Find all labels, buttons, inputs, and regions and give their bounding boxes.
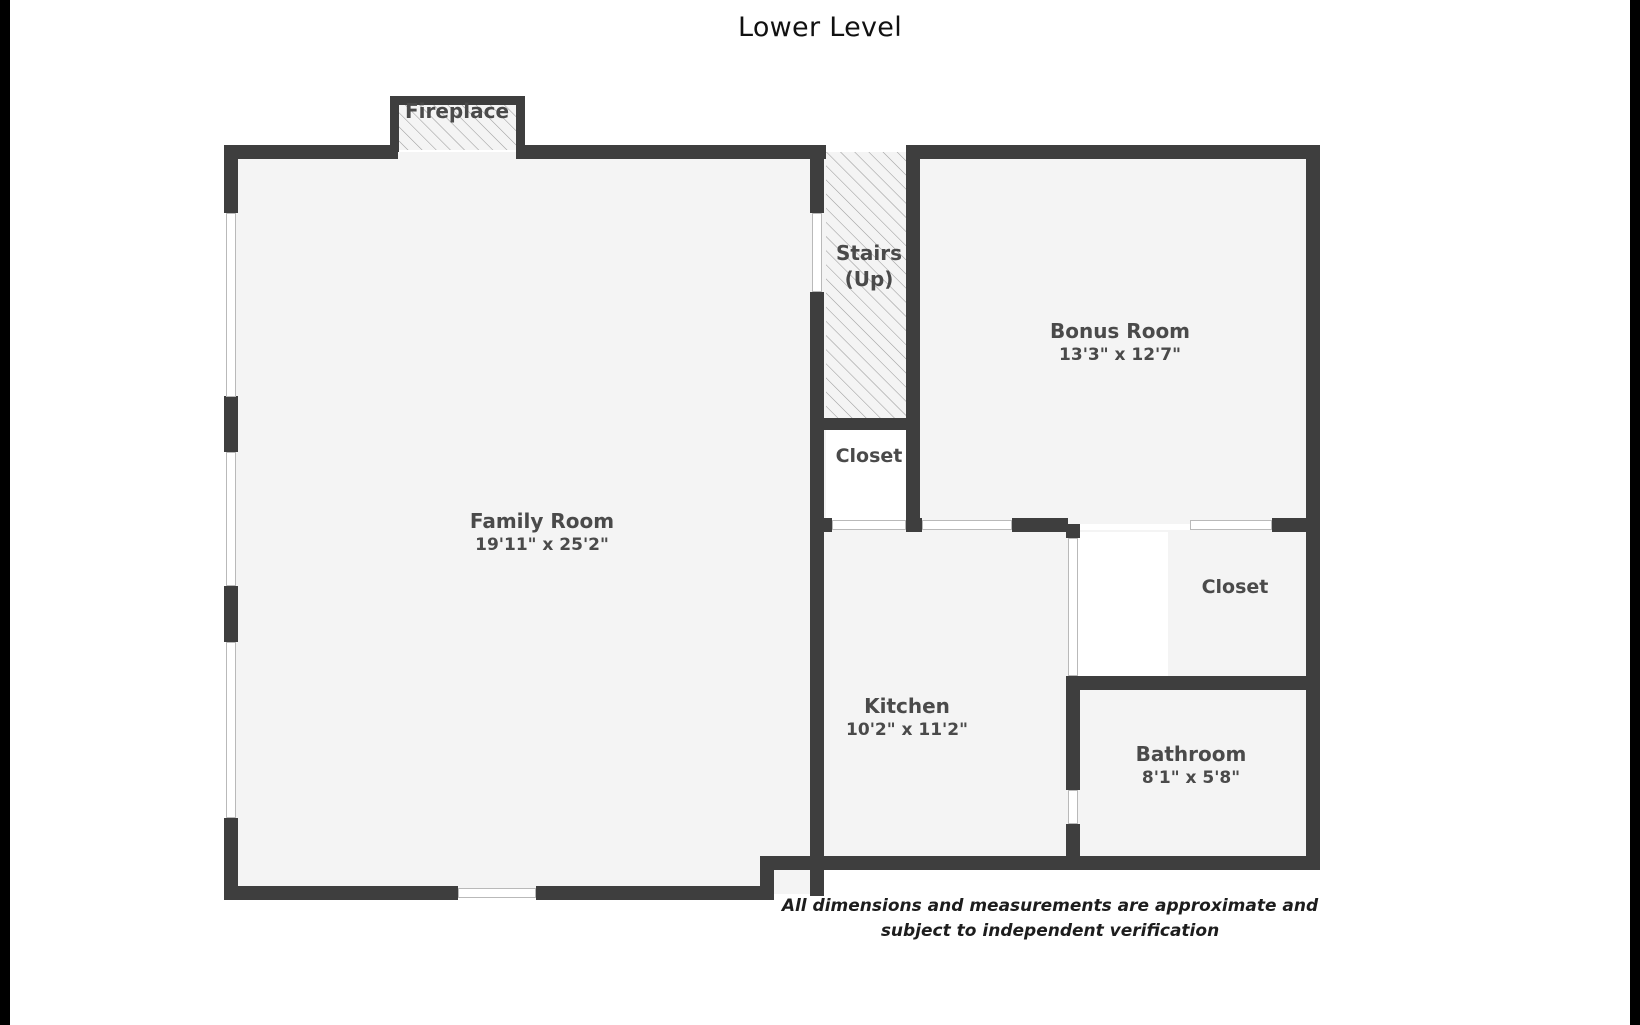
bonus-room-dimensions: 13'3" x 12'7" <box>1059 345 1181 366</box>
closet-left-label: Closet <box>835 445 903 467</box>
bonus-room-floor <box>920 152 1312 524</box>
interior-wall-stairs-right <box>906 145 920 525</box>
stairs-hatch <box>826 152 912 418</box>
stairs-label: Stairs <box>835 241 903 265</box>
stairs-label-group: Stairs (Up) <box>799 240 939 293</box>
exterior-wall-left-b <box>224 396 238 452</box>
bonus-room-label-group: Bonus Room 13'3" x 12'7" <box>990 318 1250 367</box>
interior-wall-bonus-bottom-c <box>1272 518 1320 532</box>
exterior-wall-left-a <box>224 145 238 213</box>
disclaimer: All dimensions and measurements are appr… <box>760 894 1340 943</box>
interior-wall-rightwing-left-mid <box>1066 676 1080 790</box>
window-left-1 <box>226 213 236 397</box>
exterior-wall-right-bottom <box>1306 524 1320 870</box>
window-bottom-family <box>458 888 536 898</box>
family-room-floor <box>232 152 824 894</box>
interior-wall-stairs-bottom <box>820 418 920 430</box>
bathroom-dimensions: 8'1" x 5'8" <box>1141 768 1241 789</box>
door-closet-left <box>832 520 906 530</box>
bonus-room-label: Bonus Room <box>1049 319 1191 343</box>
door-bathroom <box>1068 790 1078 824</box>
interior-wall-closet-bath-divider <box>1066 676 1320 690</box>
closet-right-label: Closet <box>1201 576 1269 598</box>
exterior-wall-right-top <box>1306 145 1320 525</box>
fireplace-wall-top <box>390 96 525 105</box>
kitchen-label: Kitchen <box>864 694 950 718</box>
closet-left-floor <box>826 428 912 524</box>
stairs-direction-label: (Up) <box>844 267 894 292</box>
disclaimer-line-1: All dimensions and measurements are appr… <box>781 896 1319 916</box>
disclaimer-line-2: subject to independent verification <box>880 920 1220 941</box>
exterior-wall-top-left <box>224 145 398 159</box>
door-bonus-room <box>922 520 1012 530</box>
door-bonus-right <box>1190 520 1272 530</box>
fireplace-label: Fireplace <box>404 99 510 123</box>
closet-right-label-group: Closet <box>1160 575 1310 600</box>
closet-right-inner-box <box>1074 532 1168 680</box>
fireplace-hatch <box>398 98 516 150</box>
interior-wall-family-right-mid <box>810 292 824 532</box>
bathroom-label: Bathroom <box>1135 742 1247 766</box>
exterior-wall-left-c <box>224 586 238 642</box>
door-closet-right <box>1068 538 1078 676</box>
family-room-dimensions: 19'11" x 25'2" <box>475 535 609 556</box>
interior-wall-family-right-top <box>810 145 824 213</box>
left-border-bar <box>0 0 10 1025</box>
door-family-to-stairs <box>812 213 822 292</box>
interior-wall-closet-left-bottom <box>814 518 832 532</box>
interior-wall-bonus-bottom-b <box>1012 518 1068 532</box>
exterior-wall-bottom-bath <box>1066 856 1320 870</box>
interior-wall-bonus-bottom-a <box>906 518 922 532</box>
fireplace-wall-left <box>390 96 399 152</box>
fireplace-label-group: Fireplace <box>366 98 548 124</box>
fireplace-wall-right <box>516 96 525 152</box>
interior-wall-family-right-bottom <box>810 520 824 896</box>
kitchen-label-group: Kitchen 10'2" x 11'2" <box>782 693 1032 742</box>
kitchen-dimensions: 10'2" x 11'2" <box>846 720 968 741</box>
exterior-wall-top-mid <box>516 145 826 159</box>
bathroom-label-group: Bathroom 8'1" x 5'8" <box>1070 741 1312 790</box>
right-border-bar <box>1630 0 1640 1025</box>
family-room-label: Family Room <box>469 509 615 533</box>
exterior-wall-bottom-kitchen <box>760 856 1080 870</box>
interior-wall-rightwing-left-top <box>1066 524 1080 538</box>
page-title: Lower Level <box>737 12 903 43</box>
exterior-wall-top-right <box>906 145 1320 159</box>
window-left-2 <box>226 452 236 586</box>
window-left-3 <box>226 642 236 818</box>
exterior-wall-left-d <box>224 818 238 900</box>
kitchen-floor <box>824 520 1074 868</box>
exterior-wall-bottom-left <box>224 886 458 900</box>
closet-left-label-group: Closet <box>799 444 939 469</box>
bathroom-floor <box>1074 690 1312 864</box>
interior-wall-rightwing-left-bottom <box>1066 824 1080 870</box>
exterior-wall-bottom-left2 <box>536 886 774 900</box>
family-room-label-group: Family Room 19'11" x 25'2" <box>412 508 672 557</box>
